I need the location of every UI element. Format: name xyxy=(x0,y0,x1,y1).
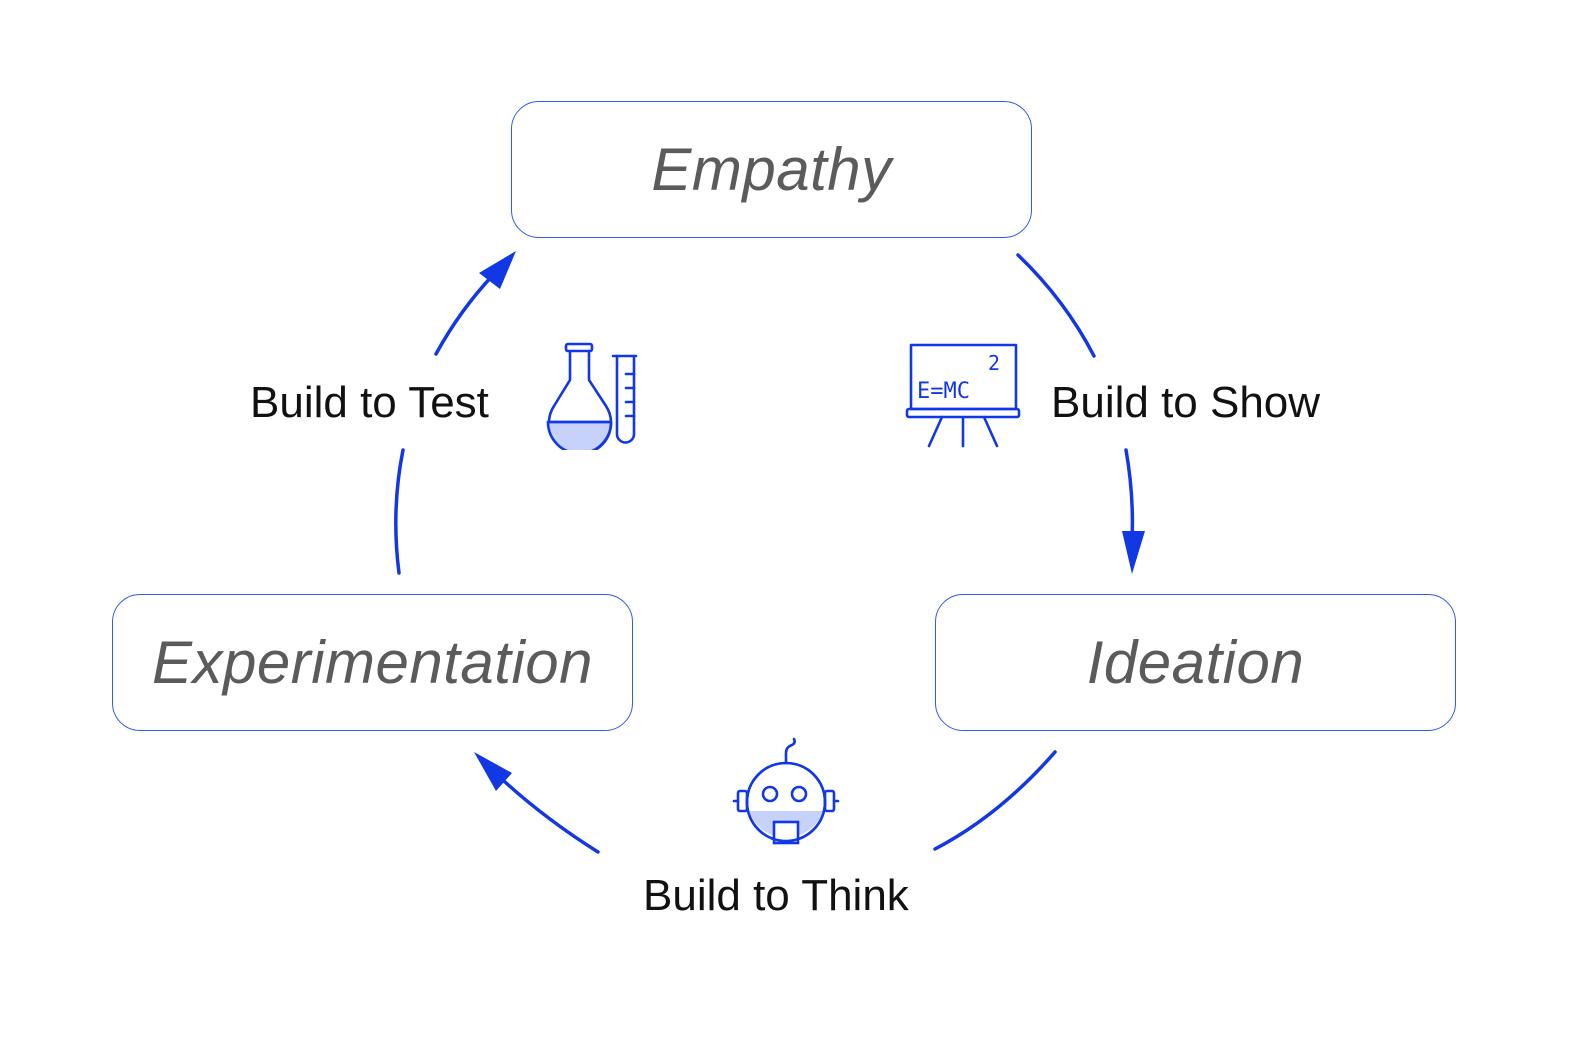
arrow-ideation-to-experimentation-right xyxy=(933,750,1057,851)
transition-label-build-to-test: Build to Test xyxy=(250,378,489,427)
arrowhead-into-empathy xyxy=(479,251,516,289)
arrowhead-into-experimentation xyxy=(474,752,512,791)
svg-text:2: 2 xyxy=(988,351,1000,375)
transition-label-build-to-think: Build to Think xyxy=(643,871,909,920)
arrow-ideation-to-experimentation-left xyxy=(503,780,600,854)
stage-box-experimentation: Experimentation xyxy=(112,594,633,731)
stage-label-empathy: Empathy xyxy=(651,136,892,203)
stage-label-experimentation: Experimentation xyxy=(151,629,594,696)
arrowhead-into-ideation xyxy=(1122,531,1145,574)
arrow-experimentation-to-empathy-lower xyxy=(394,448,405,575)
chalkboard-emc2-icon: E=MC 2 xyxy=(905,343,1021,448)
svg-text:E=MC: E=MC xyxy=(917,379,970,404)
stage-box-empathy: Empathy xyxy=(511,101,1032,238)
stage-label-ideation: Ideation xyxy=(1086,629,1305,696)
stage-box-ideation: Ideation xyxy=(935,594,1456,731)
flask-test-tube-icon xyxy=(546,342,638,450)
robot-icon xyxy=(732,737,840,845)
arrow-empathy-to-ideation-lower xyxy=(1124,448,1135,542)
arrow-experimentation-to-empathy-upper xyxy=(434,272,496,356)
transition-label-build-to-show: Build to Show xyxy=(1051,378,1321,427)
arrow-empathy-to-ideation-upper xyxy=(1016,253,1096,358)
